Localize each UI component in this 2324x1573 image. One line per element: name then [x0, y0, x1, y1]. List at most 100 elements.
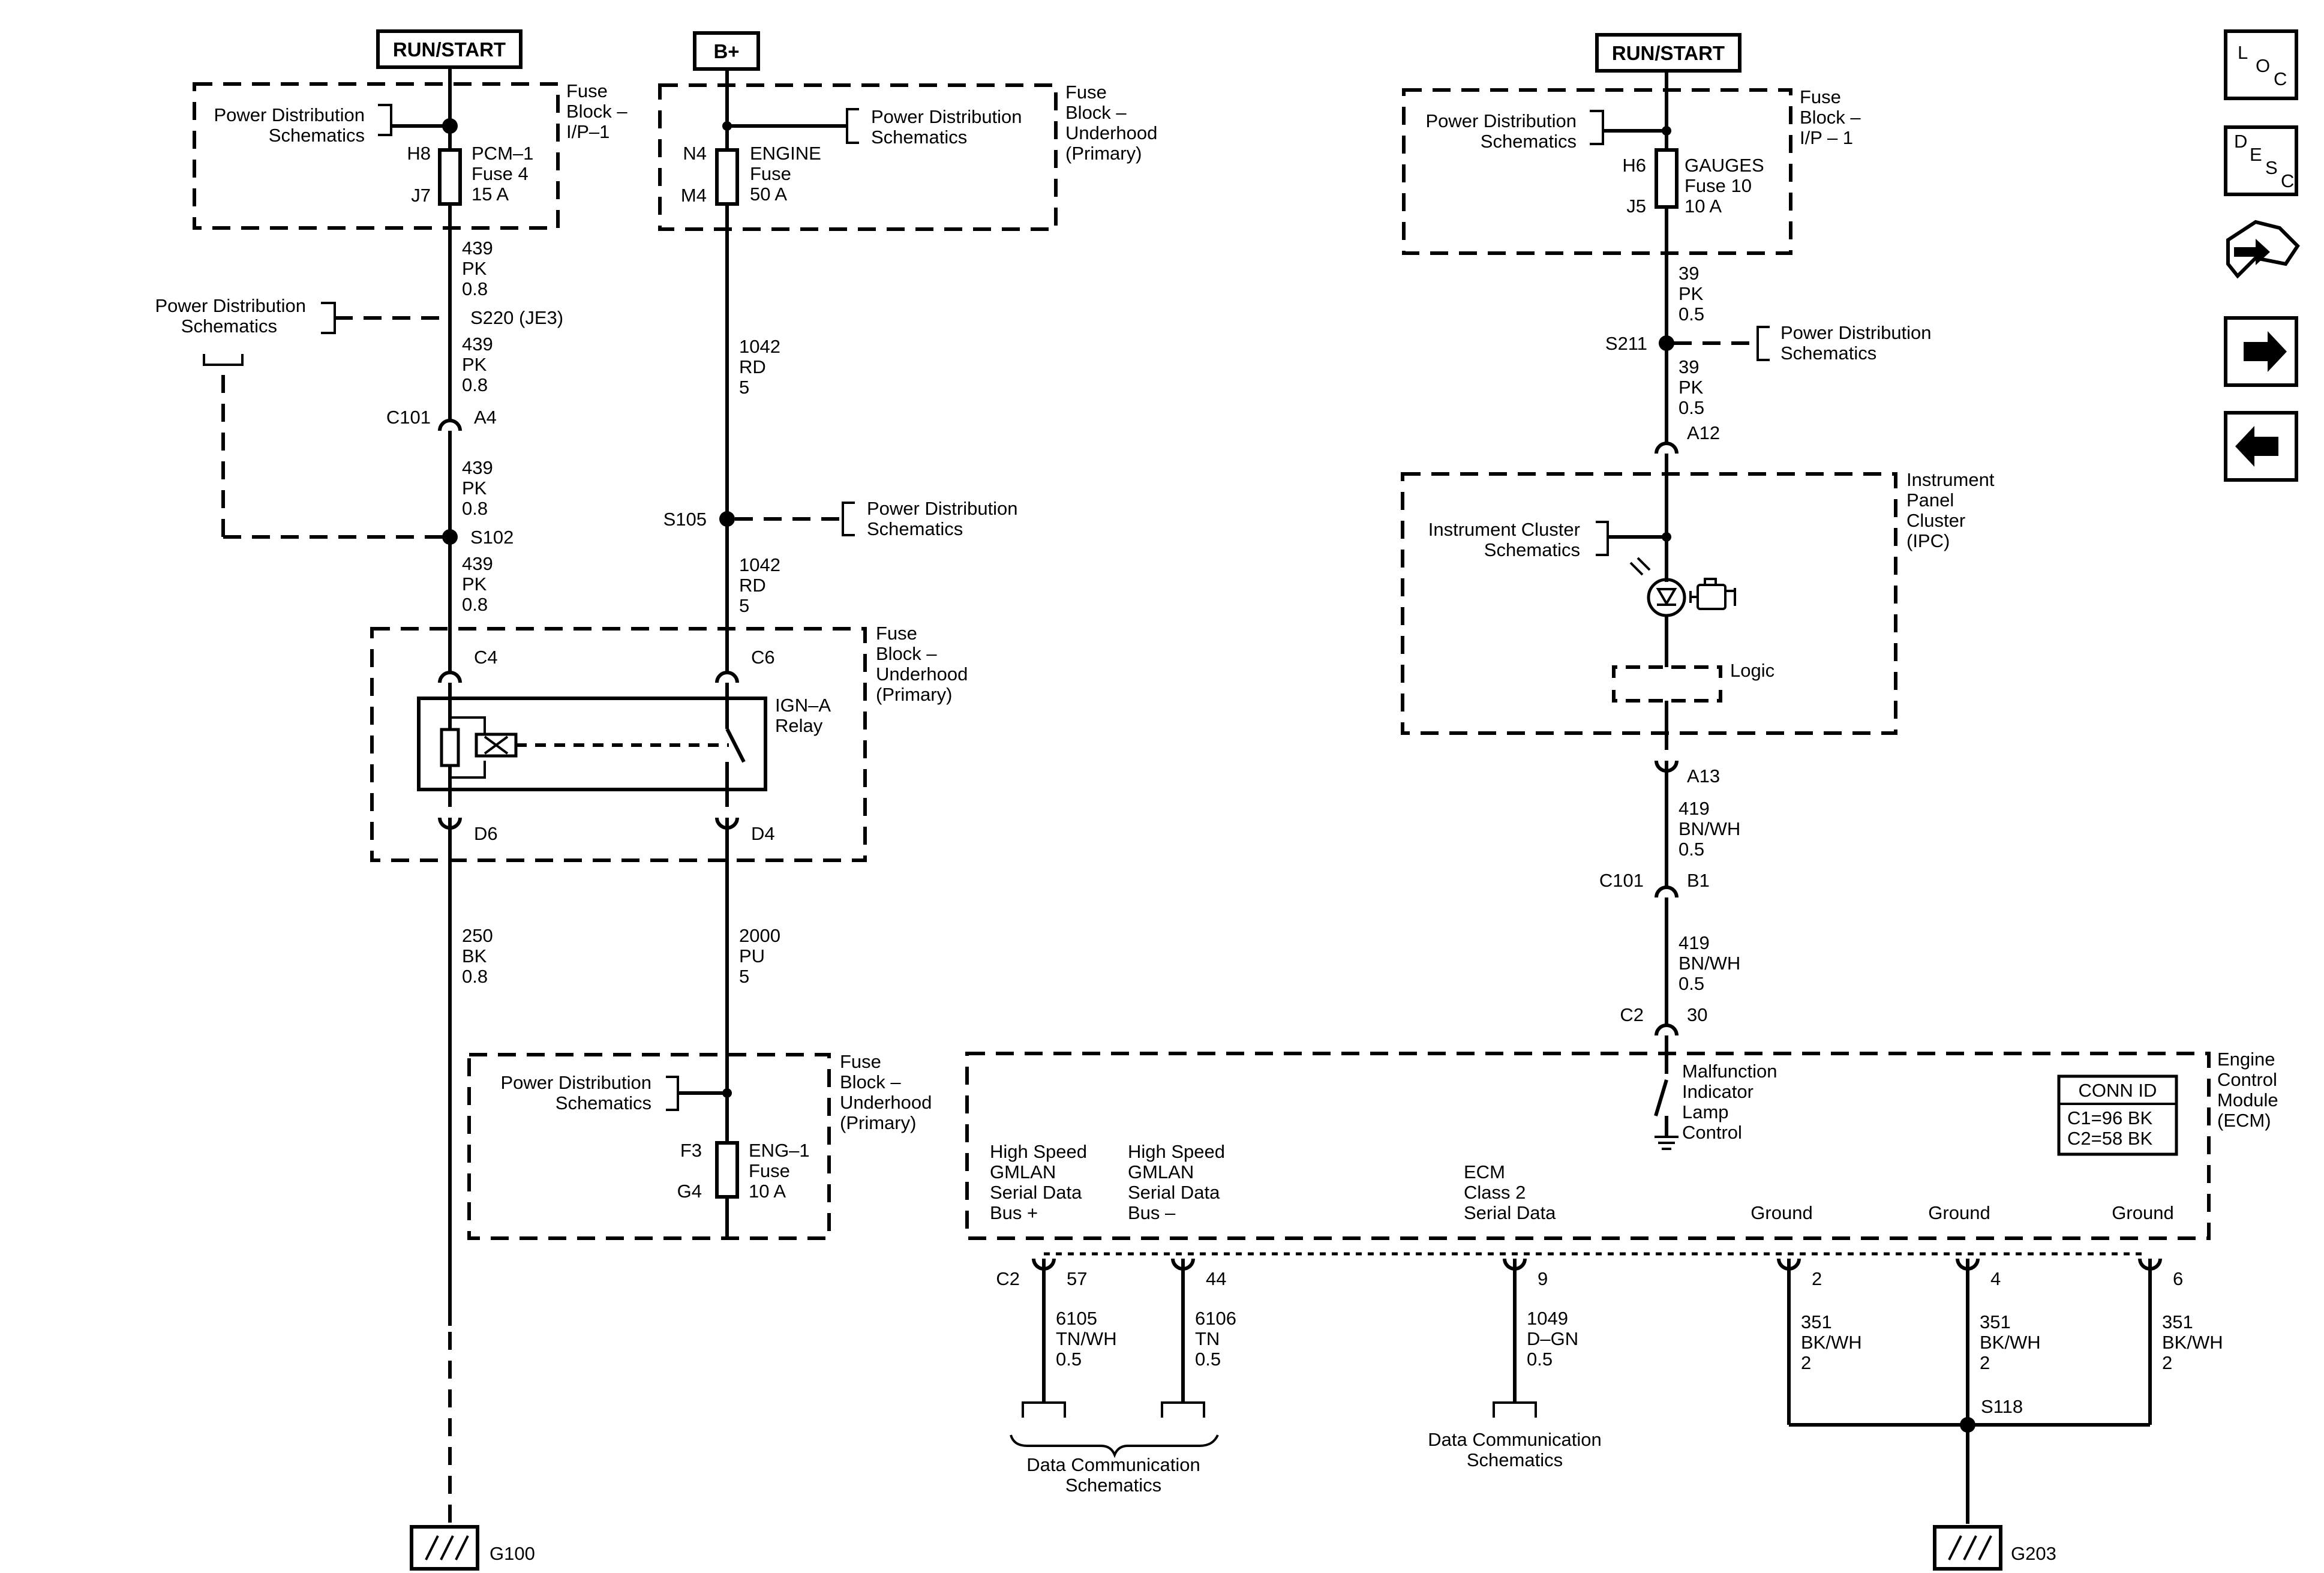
svg-text:PCM–1: PCM–1 [472, 143, 533, 164]
svg-text:6: 6 [2173, 1268, 2183, 1289]
svg-text:C101: C101 [386, 407, 431, 428]
svg-text:2: 2 [2162, 1352, 2172, 1373]
svg-text:C2: C2 [996, 1268, 1020, 1289]
svg-text:Cluster: Cluster [1906, 510, 1965, 531]
svg-text:439: 439 [462, 238, 493, 259]
circuit-pcm1-relay-coil [438, 67, 462, 1524]
svg-text:39: 39 [1679, 263, 1699, 284]
svg-text:I/P – 1: I/P – 1 [1800, 127, 1853, 148]
ecm-ground-label-2: Ground [1928, 1202, 1990, 1223]
svg-text:Schematics: Schematics [1467, 1449, 1563, 1470]
mil-control-label: Malfunction Indicator Lamp Control [1682, 1061, 1777, 1143]
svg-text:Power Distribution: Power Distribution [871, 106, 1022, 127]
svg-text:Block –: Block – [566, 101, 627, 122]
svg-text:GMLAN: GMLAN [990, 1161, 1056, 1182]
svg-text:6106: 6106 [1195, 1308, 1236, 1329]
ecm-pin-gmlan-plus-label: High Speed GMLAN Serial Data Bus + [990, 1141, 1087, 1223]
svg-text:10 A: 10 A [1685, 196, 1722, 217]
next-arrow-icon[interactable] [2224, 316, 2298, 387]
svg-text:6105: 6105 [1056, 1308, 1097, 1329]
previous-arrow-icon[interactable] [2224, 411, 2298, 482]
svg-text:D–GN: D–GN [1527, 1328, 1578, 1349]
svg-text:D6: D6 [474, 823, 498, 844]
fuse-block-ip1-left [193, 82, 560, 230]
s211-splice [1659, 335, 1674, 351]
ipc-logic-block [1612, 665, 1722, 703]
ics-ref: Instrument Cluster Schematics [1428, 519, 1580, 560]
svg-text:4: 4 [1990, 1268, 2001, 1289]
ecm-title: Engine Control Module (ECM) [2217, 1049, 2278, 1131]
fuse-block-title-ip1-right: Fuse Block – I/P – 1 [1800, 86, 1861, 148]
svg-text:Schematics: Schematics [871, 127, 967, 148]
svg-text:BK/WH: BK/WH [1980, 1332, 2041, 1353]
s220-s102-dashed-link [203, 302, 443, 539]
svg-text:0.8: 0.8 [462, 966, 488, 987]
svg-text:H6: H6 [1622, 155, 1646, 176]
svg-text:Schematics: Schematics [1065, 1475, 1161, 1496]
loc-icon[interactable]: L O C [2224, 29, 2298, 100]
svg-text:C: C [2274, 68, 2287, 89]
svg-text:O: O [2256, 55, 2270, 76]
svg-text:PU: PU [739, 945, 765, 966]
svg-text:TN/WH: TN/WH [1056, 1328, 1117, 1349]
svg-text:C6: C6 [751, 647, 775, 668]
engine-fuse [715, 148, 739, 206]
svg-text:1049: 1049 [1527, 1308, 1568, 1329]
ecm-ground-label-3: Ground [2112, 1202, 2173, 1223]
run-start-supply-right: RUN/START [1595, 33, 1742, 73]
svg-text:Schematics: Schematics [1484, 539, 1580, 560]
engine-fuse-labels: N4 M4 ENGINE Fuse 50 A [681, 143, 821, 206]
svg-text:0.5: 0.5 [1056, 1349, 1082, 1370]
svg-text:Power Distribution: Power Distribution [1780, 322, 1932, 343]
dcs-ref-left: Data Communication Schematics [1026, 1454, 1200, 1496]
svg-text:351: 351 [1801, 1311, 1832, 1332]
svg-text:Bus –: Bus – [1128, 1202, 1176, 1223]
svg-text:PK: PK [1679, 283, 1704, 304]
a12-connector [1655, 442, 1679, 454]
svg-text:Engine: Engine [2217, 1049, 2275, 1070]
fuse-block-title-underhood-relay: Fuse Block – Underhood (Primary) [876, 623, 968, 705]
fuse-block-underhood-top [658, 83, 1058, 231]
run-start-label-right: RUN/START [1612, 42, 1725, 64]
ign-a-relay [417, 697, 767, 791]
svg-text:Lamp: Lamp [1682, 1101, 1729, 1122]
schematic-pointer-icon[interactable] [2226, 220, 2300, 279]
s118-splice [1960, 1417, 1975, 1433]
svg-text:Fuse: Fuse [876, 623, 917, 644]
svg-text:Fuse: Fuse [840, 1051, 881, 1072]
svg-text:Underhood: Underhood [1065, 122, 1157, 143]
svg-text:2: 2 [1980, 1352, 1990, 1373]
svg-text:Power Distribution: Power Distribution [1425, 110, 1577, 131]
svg-text:Underhood: Underhood [840, 1092, 932, 1113]
svg-text:15 A: 15 A [472, 184, 509, 205]
svg-text:PK: PK [462, 478, 487, 499]
svg-text:(Primary): (Primary) [876, 684, 952, 705]
instrument-panel-cluster [1401, 472, 1897, 735]
svg-text:(Primary): (Primary) [840, 1112, 916, 1133]
splice-labels: S220 (JE3) S102 S105 S211 S118 [470, 307, 2023, 1417]
desc-icon[interactable]: D E S C [2224, 125, 2298, 196]
svg-text:Schematics: Schematics [1481, 131, 1577, 152]
svg-text:Malfunction: Malfunction [1682, 1061, 1777, 1082]
svg-text:9: 9 [1538, 1268, 1548, 1289]
svg-text:B1: B1 [1687, 870, 1710, 891]
svg-text:L: L [2238, 42, 2248, 63]
ecm-pin-class2-label: ECM Class 2 Serial Data [1464, 1161, 1556, 1223]
svg-text:Instrument Cluster: Instrument Cluster [1428, 519, 1580, 540]
g100-label: G100 [490, 1543, 535, 1564]
ipc-logic-label: Logic [1730, 660, 1774, 681]
ecm-pin-gmlan-minus-label: High Speed GMLAN Serial Data Bus – [1128, 1141, 1225, 1223]
svg-text:D4: D4 [751, 823, 775, 844]
svg-text:1042: 1042 [739, 336, 780, 357]
svg-text:0.8: 0.8 [462, 374, 488, 395]
svg-text:IGN–A: IGN–A [775, 695, 831, 716]
svg-text:ENG–1: ENG–1 [749, 1140, 810, 1161]
svg-text:Schematics: Schematics [867, 518, 963, 539]
svg-text:0.5: 0.5 [1679, 839, 1704, 860]
gauges-fuse [1655, 148, 1679, 209]
fuse-block-title-underhood-bottom: Fuse Block – Underhood (Primary) [840, 1051, 932, 1133]
svg-text:57: 57 [1067, 1268, 1087, 1289]
dcs-ref-right: Data Communication Schematics [1428, 1429, 1601, 1470]
svg-text:0.5: 0.5 [1527, 1349, 1553, 1370]
svg-text:BK: BK [462, 945, 487, 966]
